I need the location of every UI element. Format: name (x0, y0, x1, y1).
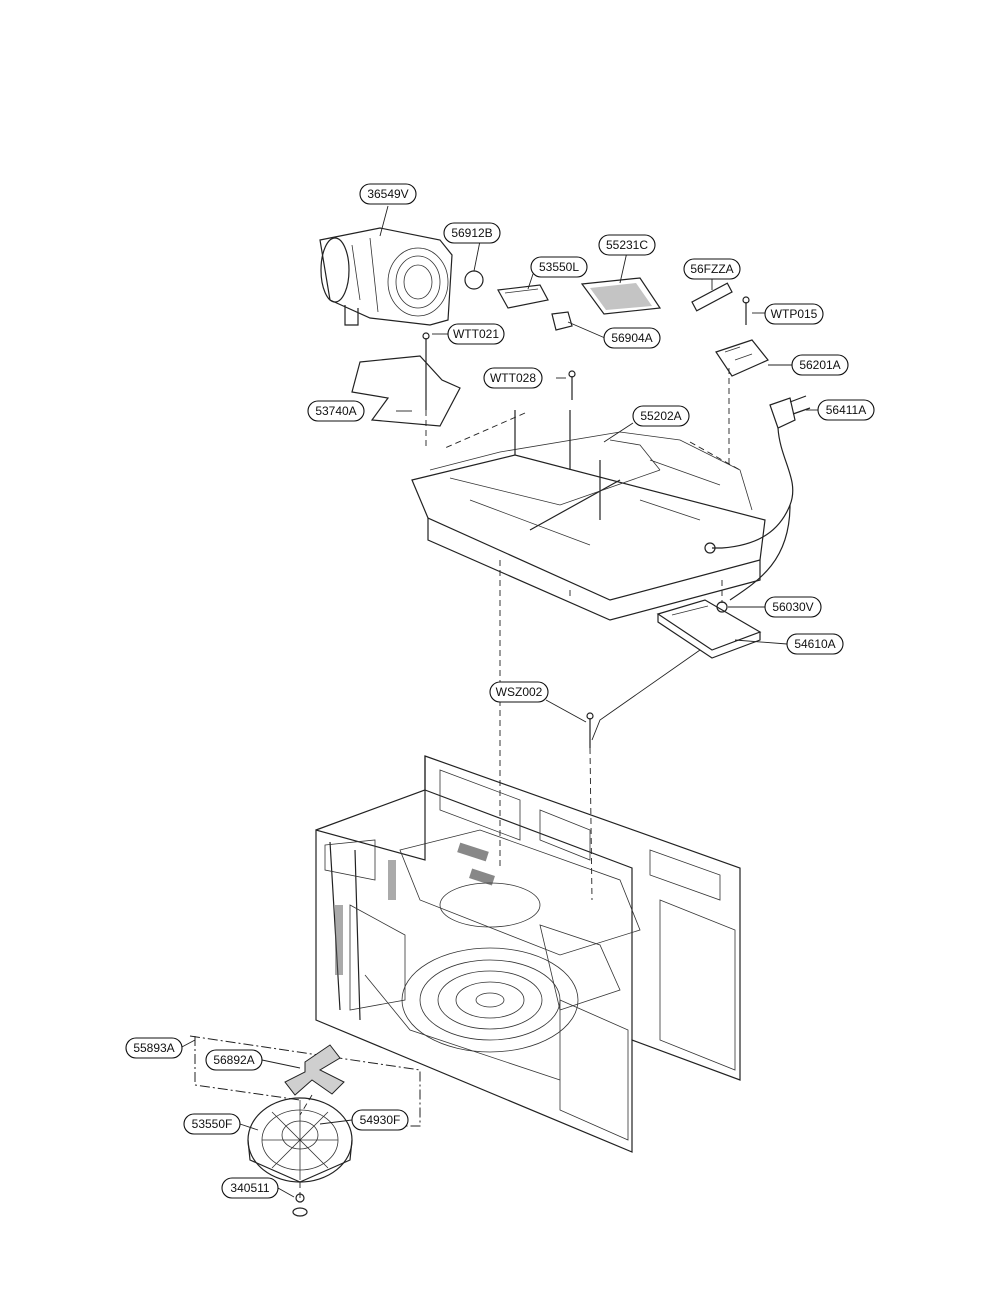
svg-text:WSZ002: WSZ002 (496, 685, 543, 699)
fan-motor-assembly (319, 205, 453, 326)
cover-plate-53740A (351, 332, 461, 450)
callout-53550L: 53550L (530, 256, 588, 278)
callout-55231C: 55231C (598, 234, 656, 256)
svg-text:WTT021: WTT021 (453, 327, 499, 341)
svg-text:54610A: 54610A (794, 637, 835, 651)
bracket-54610A (591, 580, 788, 741)
base-plate-55202A (411, 368, 766, 621)
svg-text:54930F: 54930F (360, 1113, 401, 1127)
screw-WTT028 (556, 370, 576, 400)
callout-54610A: 54610A (786, 633, 844, 655)
svg-text:53740A: 53740A (315, 404, 356, 418)
svg-text:WTT028: WTT028 (490, 371, 536, 385)
screw-WSZ002 (499, 560, 594, 901)
svg-text:56904A: 56904A (611, 331, 652, 345)
svg-text:56FZZA: 56FZZA (690, 262, 733, 276)
callout-340511: 340511 (221, 1177, 279, 1199)
svg-text:56892A: 56892A (213, 1053, 254, 1067)
svg-text:56411A: 56411A (826, 403, 866, 417)
svg-text:56030V: 56030V (772, 600, 813, 614)
callout-36549V: 36549V (359, 183, 417, 205)
svg-text:WTP015: WTP015 (771, 307, 818, 321)
callout-WSZ002: WSZ002 (489, 681, 549, 703)
svg-text:55893A: 55893A (133, 1041, 174, 1055)
callout-56030V: 56030V (764, 596, 822, 618)
callout-WTT021: WTT021 (447, 323, 505, 345)
svg-text:56201A: 56201A (799, 358, 840, 372)
svg-text:55202A: 55202A (640, 409, 681, 423)
callout-56892A: 56892A (205, 1049, 263, 1071)
svg-text:340511: 340511 (230, 1181, 269, 1195)
callout-56FZZA: 56FZZA (683, 258, 741, 280)
callout-WTT028: WTT028 (483, 367, 543, 389)
callout-WTP015: WTP015 (764, 303, 824, 325)
small-component-group (464, 240, 792, 377)
callout-55202A: 55202A (632, 405, 690, 427)
svg-text:55231C: 55231C (606, 238, 648, 252)
callout-54930F: 54930F (351, 1109, 409, 1131)
callout-56201A: 56201A (791, 354, 849, 376)
svg-text:53550L: 53550L (539, 260, 579, 274)
callout-55893A: 55893A (125, 1037, 183, 1059)
callout-56904A: 56904A (603, 327, 661, 349)
callout-53550F: 53550F (183, 1113, 241, 1135)
svg-text:36549V: 36549V (367, 187, 408, 201)
power-cord-56411A (704, 395, 818, 601)
stirrer-assembly (179, 1035, 421, 1217)
callout-56411A: 56411A (817, 399, 875, 421)
svg-text:53550F: 53550F (192, 1117, 233, 1131)
callout-56912B: 56912B (443, 222, 501, 244)
svg-text:56912B: 56912B (451, 226, 492, 240)
callout-53740A: 53740A (307, 400, 365, 422)
microwave-chassis (315, 755, 741, 1153)
